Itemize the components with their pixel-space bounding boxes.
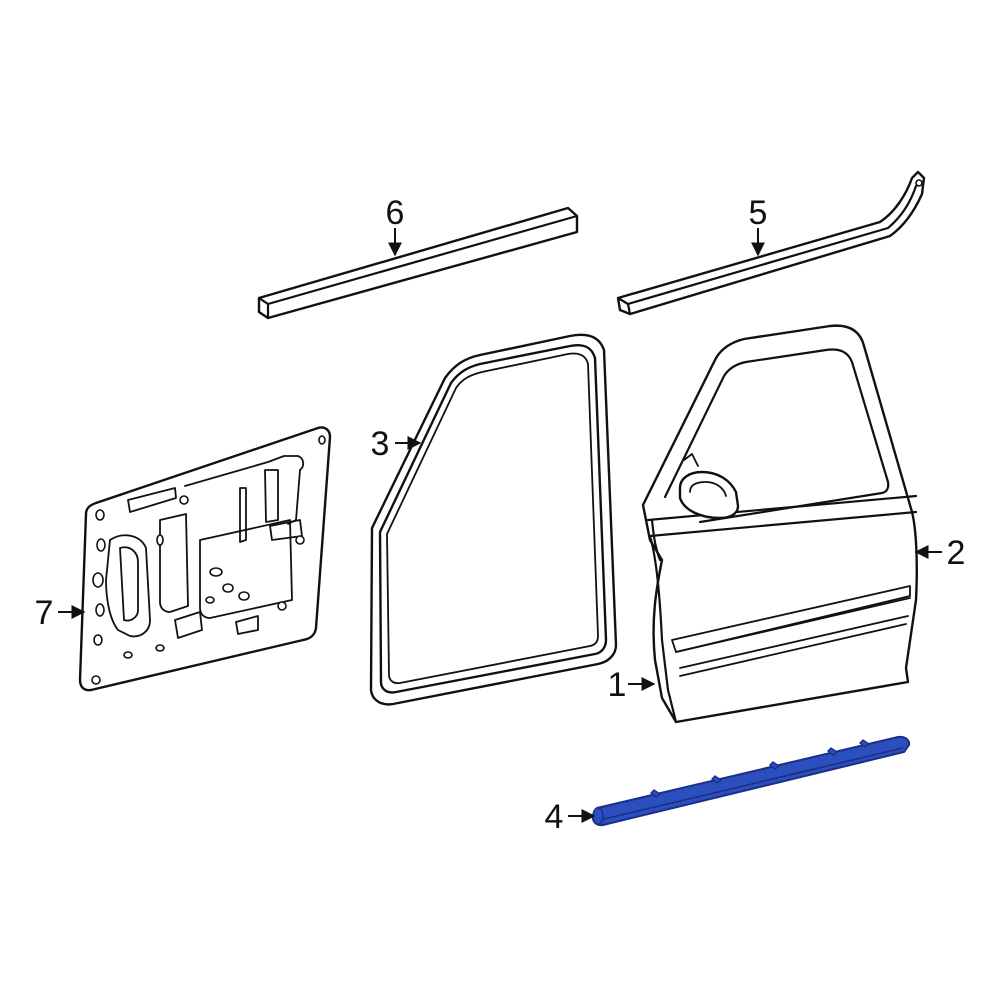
callout-7: 7: [35, 594, 54, 632]
callout-1: 1: [608, 666, 627, 704]
part-6-belt-molding[interactable]: [257, 206, 579, 320]
part-7-inner-panel[interactable]: [78, 426, 332, 692]
callout-3: 3: [371, 425, 390, 463]
callout-2: 2: [947, 534, 966, 572]
part-1-door-shell[interactable]: [641, 324, 918, 724]
part-3-door-weatherstrip[interactable]: [369, 333, 618, 706]
part-4-rocker-molding[interactable]: [591, 735, 911, 827]
part-5-inner-weatherstrip[interactable]: [616, 170, 926, 316]
callout-6: 6: [386, 194, 405, 232]
callout-5: 5: [749, 194, 768, 232]
callout-4: 4: [545, 798, 564, 836]
